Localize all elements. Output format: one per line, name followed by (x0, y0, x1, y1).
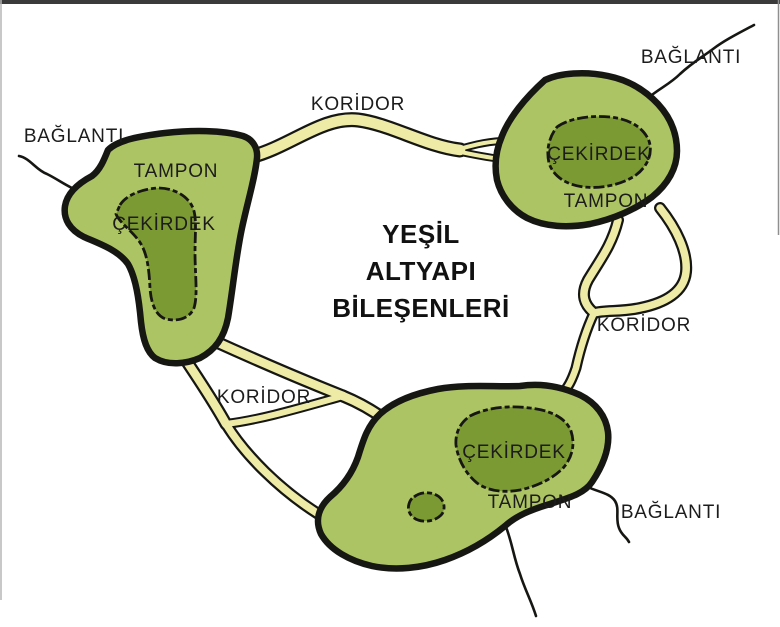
connection-bottom-right-line (586, 485, 631, 544)
patch-top-right-core-label: ÇEKİRDEK (547, 144, 651, 165)
title-line-2: ALTYAPI (366, 256, 476, 286)
patch-left-buffer-label: TAMPON (134, 161, 219, 182)
patch-left-core (114, 186, 198, 322)
patch-top-right-core (546, 115, 652, 189)
patch-bottom-core-label: ÇEKİRDEK (462, 442, 566, 463)
corridor-bottom-left-label: KORİDOR (217, 387, 311, 408)
corridor-top-label: KORİDOR (311, 94, 405, 115)
connection-bottom-right-label: BAĞLANTI (621, 501, 721, 523)
connection-left-line (17, 154, 74, 190)
labels: BAĞLANTI BAĞLANTI BAĞLANTI KORİDOR KORİD… (24, 46, 741, 523)
cores (114, 115, 652, 523)
patch-bottom-buffer-label: TAMPON (488, 492, 573, 513)
connection-top-right-label: BAĞLANTI (641, 46, 741, 68)
patch-top-right-buffer-label: TAMPON (564, 191, 649, 212)
corridor-bl-upper-fill (207, 335, 348, 401)
connection-lines (17, 23, 756, 618)
patch-bottom-small-core (407, 491, 446, 523)
corridor-right-outer-fill (590, 204, 690, 317)
connection-bottom-line (502, 520, 538, 618)
diagram-title: YEŞİL ALTYAPI BİLEŞENLERİ (332, 219, 509, 323)
corridor-right-label: KORİDOR (597, 315, 691, 336)
title-line-1: YEŞİL (382, 219, 460, 249)
patch-left-core-label: ÇEKİRDEK (112, 214, 216, 235)
corridor-right-inner-fill (580, 216, 622, 316)
connection-left-label: BAĞLANTI (24, 125, 124, 147)
corridor-bl-cross-fill (223, 393, 346, 427)
patch-bottom-core (454, 405, 575, 493)
connection-top-right-line (646, 23, 756, 100)
corridor-top-fill (244, 114, 466, 163)
title-line-3: BİLEŞENLERİ (332, 293, 509, 323)
